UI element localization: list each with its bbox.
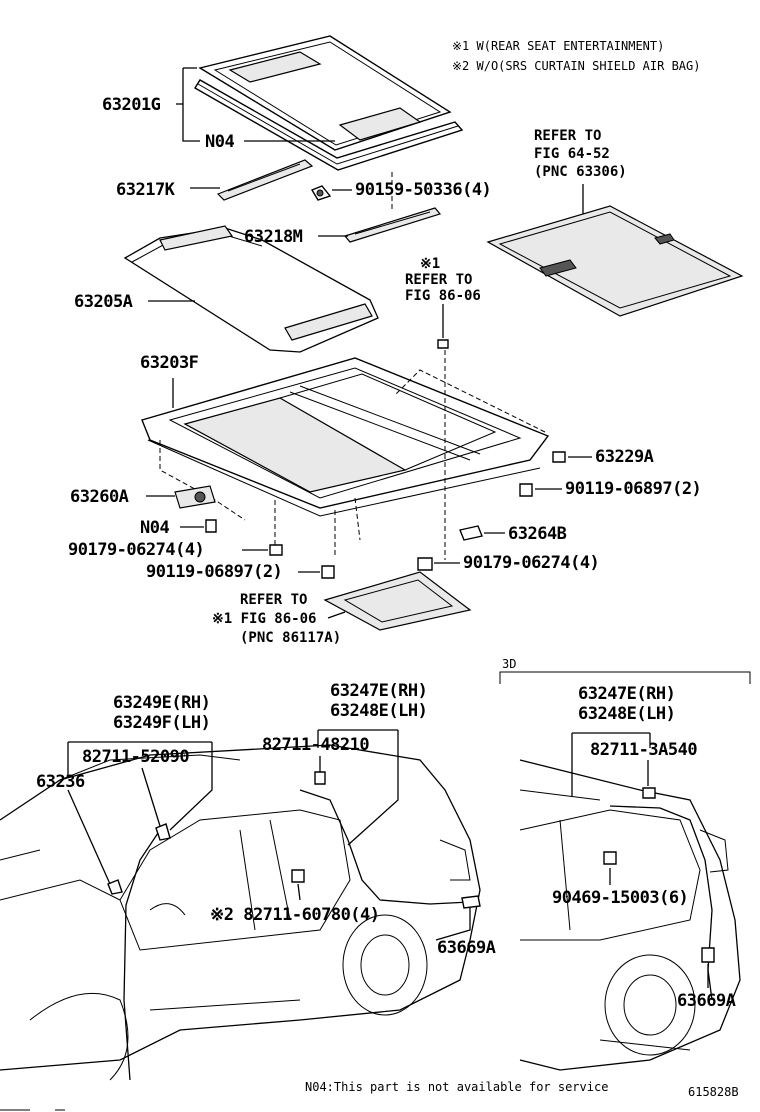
label-90469[interactable]: 90469-15003(6) bbox=[552, 888, 689, 908]
label-63260A[interactable]: 63260A bbox=[70, 487, 129, 507]
label-63205A[interactable]: 63205A bbox=[74, 292, 133, 312]
ref2-line1: ※1 bbox=[420, 256, 440, 272]
label-63249E[interactable]: 63249E(RH) bbox=[113, 693, 211, 713]
label-63218M[interactable]: 63218M bbox=[244, 227, 303, 247]
vehicle-body-right-drawing bbox=[519, 759, 741, 1071]
note-1: ※1 W(REAR SEAT ENTERTAINMENT) bbox=[452, 39, 664, 53]
nut-icon bbox=[437, 339, 449, 349]
label-63669A-b[interactable]: 63669A bbox=[677, 991, 736, 1011]
sunroof-frame-63203F-drawing bbox=[141, 357, 550, 517]
label-82711-3A540[interactable]: 82711-3A540 bbox=[590, 740, 698, 760]
note-2: ※2 W/O(SRS CURTAIN SHIELD AIR BAG) bbox=[452, 59, 700, 73]
label-63669A-a[interactable]: 63669A bbox=[437, 938, 496, 958]
deflector-63217K-drawing bbox=[216, 159, 314, 201]
label-63247E-b[interactable]: 63247E(RH) bbox=[578, 684, 676, 704]
label-N04-a[interactable]: N04 bbox=[205, 132, 235, 152]
label-63248E-a[interactable]: 63248E(LH) bbox=[330, 701, 428, 721]
label-90119-a[interactable]: 90119-06897(2) bbox=[565, 479, 702, 499]
ref1-line3: (PNC 63306) bbox=[534, 164, 627, 180]
leader-63201G bbox=[182, 68, 200, 142]
overhead-console-drawing bbox=[323, 571, 472, 631]
motor-63260A-drawing bbox=[174, 485, 216, 509]
label-63247E-a[interactable]: 63247E(RH) bbox=[330, 681, 428, 701]
ref1-line2: FIG 64-52 bbox=[534, 146, 610, 162]
section-3d-bracket bbox=[499, 671, 751, 684]
label-63217K[interactable]: 63217K bbox=[116, 180, 176, 200]
vehicle-body-left-drawing bbox=[0, 744, 481, 1081]
drain-hose-front bbox=[123, 829, 161, 1081]
ref2-line3: FIG 86-06 bbox=[405, 288, 481, 304]
sunshade-panel-drawing bbox=[486, 205, 744, 317]
ref1-line1: REFER TO bbox=[534, 128, 601, 144]
label-90179-b[interactable]: 90179-06274(4) bbox=[463, 553, 600, 573]
footer-note: N04:This part is not available for servi… bbox=[305, 1080, 608, 1094]
label-63229A[interactable]: 63229A bbox=[595, 447, 654, 467]
label-63249F[interactable]: 63249F(LH) bbox=[113, 713, 211, 733]
drain-hose-rear bbox=[299, 789, 471, 905]
ref3-line3: (PNC 86117A) bbox=[240, 630, 341, 646]
label-63201G[interactable]: 63201G bbox=[102, 95, 161, 115]
section-3d-label: 3D bbox=[502, 657, 516, 671]
label-63236[interactable]: 63236 bbox=[36, 772, 85, 792]
weatherstrip-63205A-drawing bbox=[123, 225, 379, 353]
ref3-line2: ※1 FIG 86-06 bbox=[212, 611, 316, 627]
deflector-63218M-drawing bbox=[343, 207, 442, 243]
ref3-line1: REFER TO bbox=[240, 592, 307, 608]
label-63248E-b[interactable]: 63248E(LH) bbox=[578, 704, 676, 724]
label-82711-48210[interactable]: 82711-48210 bbox=[262, 735, 370, 755]
label-63264B[interactable]: 63264B bbox=[508, 524, 567, 544]
label-90119-b[interactable]: 90119-06897(2) bbox=[146, 562, 283, 582]
label-N04-b[interactable]: N04 bbox=[140, 518, 170, 538]
label-90159[interactable]: 90159-50336(4) bbox=[355, 180, 492, 200]
label-63203F[interactable]: 63203F bbox=[140, 353, 199, 373]
label-82711-52090[interactable]: 82711-52090 bbox=[82, 747, 190, 767]
ref2-line2: REFER TO bbox=[405, 272, 472, 288]
drawing-id: 615828B bbox=[688, 1085, 739, 1099]
label-82711-60780[interactable]: ※2 82711-60780(4) bbox=[210, 905, 380, 925]
label-90179-a[interactable]: 90179-06274(4) bbox=[68, 540, 205, 560]
clip-90159-drawing bbox=[310, 185, 332, 201]
sunroof-glass-drawing bbox=[194, 35, 464, 171]
